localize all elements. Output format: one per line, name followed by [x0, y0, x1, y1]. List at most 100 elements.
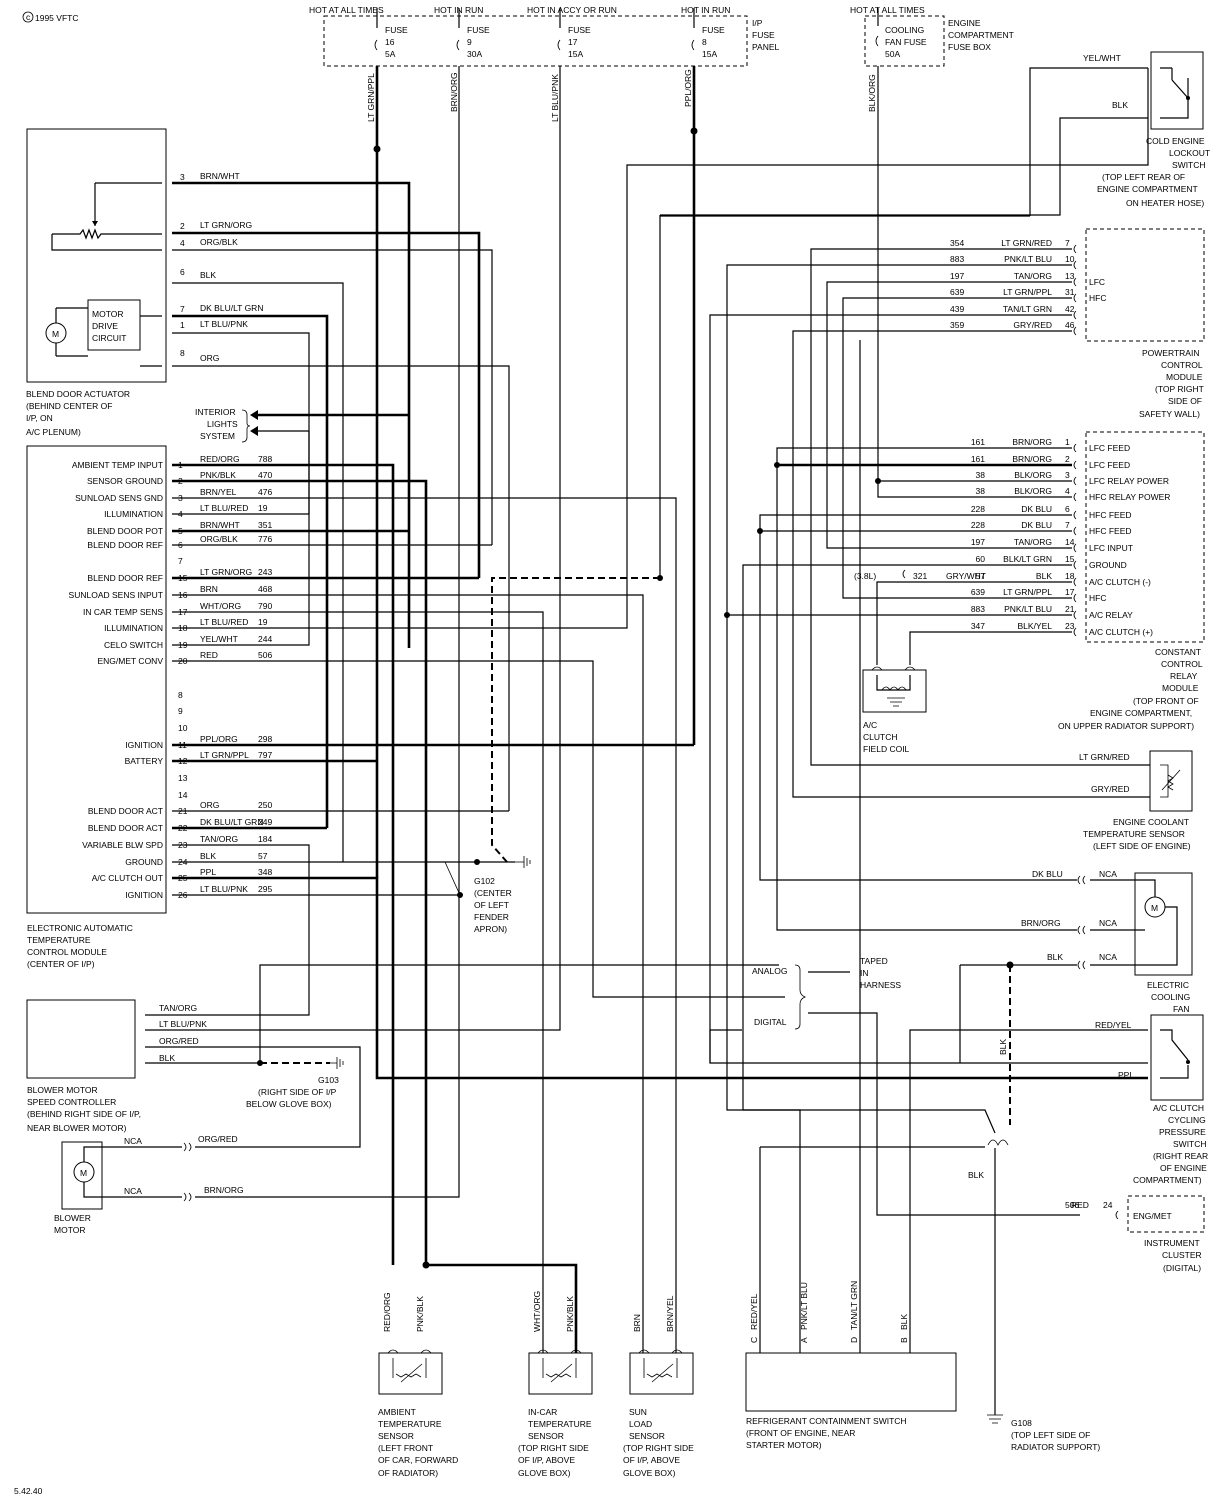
ac-clutch-label-3: FIELD COIL — [863, 744, 910, 754]
circuit-number: 57 — [258, 851, 268, 861]
wire-ltgrnred — [810, 248, 1150, 766]
pin-number: 2 — [1065, 454, 1070, 464]
ccrm-pin-label: A/C CLUTCH (+) — [1089, 627, 1153, 637]
in-car-temp-sensor — [528, 1352, 593, 1395]
fan-motor-symbol: M — [1151, 903, 1158, 913]
ccrm-caption-1: CONSTANT — [1155, 647, 1201, 657]
ip-fuse-panel-box — [323, 15, 748, 67]
eatc-module — [26, 445, 167, 914]
wire-label: GRY/RED — [1013, 320, 1052, 330]
pressure-caption-3: PRESSURE — [1159, 1127, 1206, 1137]
fuse-wire-pplorg: PPL/ORG — [683, 69, 693, 107]
refrigerant-containment-switch — [745, 1352, 957, 1412]
fan-caption-2: COOLING — [1151, 992, 1190, 1002]
wire-gryred — [792, 330, 1150, 798]
ccrm-pin-label: HFC FEED — [1089, 526, 1132, 536]
wire-label: LT BLU/PNK — [200, 884, 248, 894]
taped-note-2: IN — [860, 968, 869, 978]
instrument-cluster — [1127, 1195, 1205, 1233]
blower-speed-controller — [26, 999, 136, 1079]
coil-icon — [881, 686, 907, 691]
ambient-caption-2: TEMPERATURE — [378, 1419, 442, 1429]
copyright-mark: c — [26, 12, 31, 22]
wire-label: TAN/LT GRN — [849, 1281, 859, 1330]
connector-icon — [183, 1192, 192, 1202]
wire-blk-lockout — [660, 117, 1148, 216]
splice-dot — [757, 528, 763, 534]
eatc-pin-label: CELO SWITCH — [104, 640, 163, 650]
pin-number: 10 — [1065, 254, 1075, 264]
eatc-pin-label: BLEND DOOR ACT — [88, 823, 163, 833]
pin-number: 8 — [180, 348, 185, 358]
ambient-caption-5: OF CAR, FORWARD — [378, 1455, 458, 1465]
wire-label: GRY/RED — [1091, 784, 1130, 794]
pin-number: 1 — [180, 320, 185, 330]
circuit-number: 295 — [258, 884, 272, 894]
dashed-ground-g102 — [491, 577, 660, 863]
wire-label: PNK/BLK — [200, 470, 236, 480]
wire-ltgrnorg — [172, 231, 481, 578]
wire-label: PPL/ORG — [200, 734, 238, 744]
wire-label: TAN/ORG — [1014, 271, 1052, 281]
incar-caption-5: OF I/P, ABOVE — [518, 1455, 575, 1465]
wire-label: RED — [200, 650, 218, 660]
pin-number: 7 — [180, 304, 185, 314]
wire-label: DK BLU — [1021, 504, 1052, 514]
wire-label: LT GRN/PPL — [1003, 287, 1052, 297]
wire-label: BRN — [632, 1314, 642, 1332]
alt-circuit: 321 — [913, 571, 927, 581]
copyright-icon — [22, 11, 34, 23]
blend-actuator-caption-2: (BEHIND CENTER OF — [26, 401, 112, 411]
ccrm-caption-7: ON UPPER RADIATOR SUPPORT) — [1058, 721, 1194, 731]
g102-label-5: APRON) — [474, 924, 507, 934]
pcm-pin-label: HFC — [1089, 293, 1106, 303]
circuit-number: 197 — [971, 537, 985, 547]
circuit-number: 354 — [950, 238, 964, 248]
pin-number: 1 — [1065, 437, 1070, 447]
cluster-pin: 24 — [1103, 1200, 1113, 1210]
sunload-caption-4: (TOP RIGHT SIDE — [623, 1443, 694, 1453]
wire-label: LT BLU/PNK — [159, 1019, 207, 1029]
wire-label: RED/ORG — [382, 1292, 392, 1332]
thermistor-icon — [643, 1358, 678, 1383]
pin-number: 23 — [1065, 621, 1075, 631]
circuit-number: 776 — [258, 534, 272, 544]
wire-whtorg — [172, 611, 544, 1353]
ambient-temp-sensor — [378, 1352, 443, 1395]
wire-red-506 — [172, 660, 785, 998]
blend-actuator-caption-4: A/C PLENUM) — [26, 427, 81, 437]
wire-label: BRN — [200, 584, 218, 594]
pin-number: 7 — [1065, 520, 1070, 530]
pressure-caption-5: (RIGHT REAR — [1153, 1151, 1208, 1161]
wire-label: BRN/ORG — [204, 1185, 244, 1195]
sunload-caption-1: SUN — [629, 1407, 647, 1417]
circuit-number: 790 — [258, 601, 272, 611]
wire-dkblultgrn — [172, 314, 329, 828]
pcm-caption-2: CONTROL — [1161, 360, 1203, 370]
powertrain-control-module — [1085, 228, 1205, 342]
incar-caption-1: IN-CAR — [528, 1407, 557, 1417]
blower-ctrl-caption-1: BLOWER MOTOR — [27, 1085, 98, 1095]
connector-icon — [1073, 443, 1077, 453]
ccrm-pin-label: A/C RELAY — [1089, 610, 1133, 620]
ip-fuse-panel-label-2: FUSE — [752, 30, 775, 40]
pcm-caption-3: MODULE — [1166, 372, 1203, 382]
connector-icon — [1077, 960, 1086, 970]
fuse-9-label-3: 30A — [467, 49, 482, 59]
wire-label: BRN/YEL — [200, 487, 237, 497]
blend-door-actuator — [26, 128, 167, 383]
pcm-caption-6: SAFETY WALL) — [1139, 409, 1200, 419]
motor-drive-label-3: CIRCUIT — [92, 333, 126, 343]
wire-yelwht — [172, 68, 1149, 629]
fuse-wire-blkorg: BLK/ORG — [867, 74, 877, 112]
eatc-pin-label: ILLUMINATION — [104, 623, 163, 633]
circuit-number: 470 — [258, 470, 272, 480]
circuit-number: 639 — [971, 587, 985, 597]
sunload-caption-3: SENSOR — [629, 1431, 665, 1441]
incar-caption-3: SENSOR — [528, 1431, 564, 1441]
wire-label: ORG/RED — [198, 1134, 238, 1144]
fuse-16-label-2: 16 — [385, 37, 395, 47]
fan-caption-1: ELECTRIC — [1147, 980, 1189, 990]
